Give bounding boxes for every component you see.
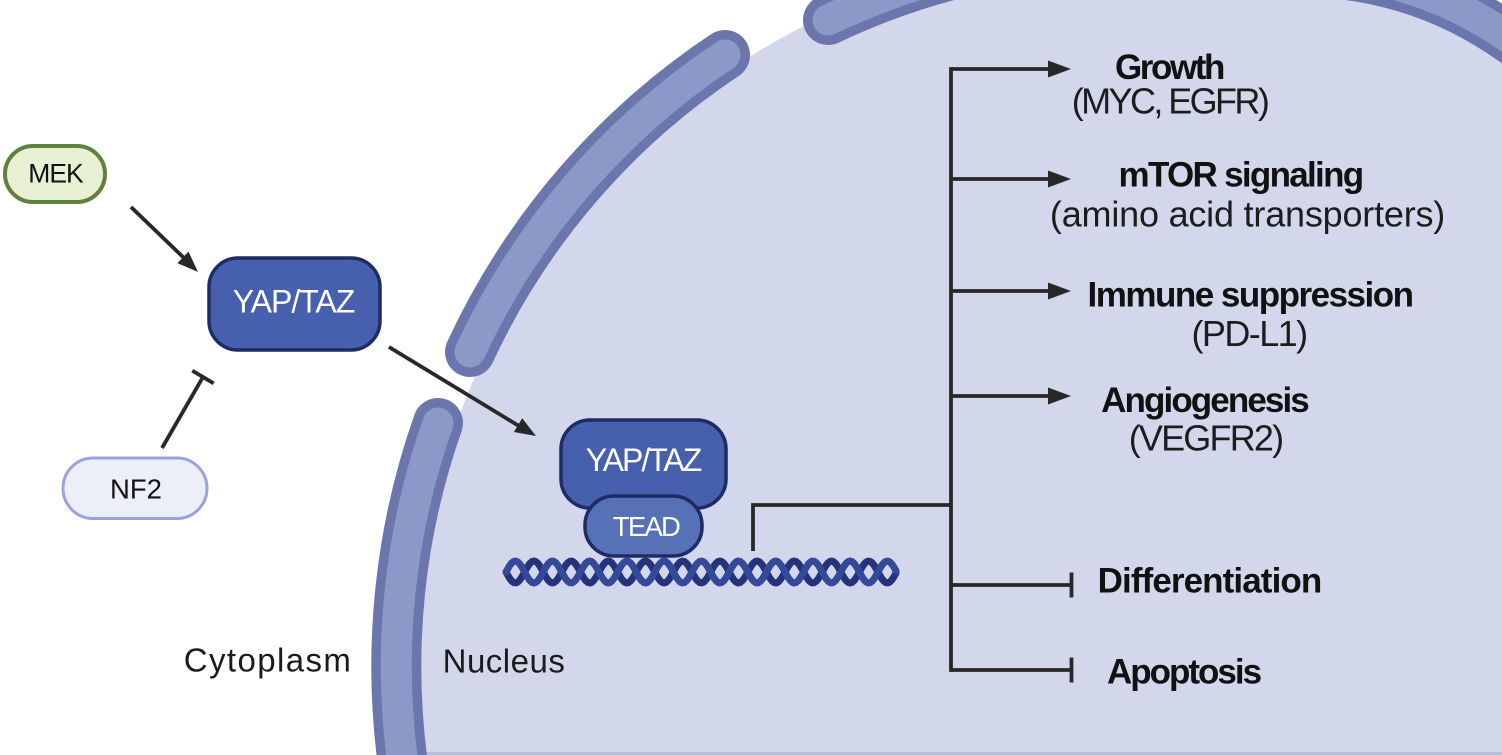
envelope-fill-layer: [380, 0, 1502, 755]
nf2-pill: [61, 456, 209, 520]
output-detail-angiogenesis: (VEGFR2): [1129, 418, 1283, 459]
output-label-differentiation: Differentiation: [1098, 562, 1322, 601]
nucleus-label: Nucleus: [443, 643, 566, 680]
yaptaz-cytoplasm-label: YAP/TAZ: [233, 284, 355, 320]
arrowhead-icon: [1048, 170, 1071, 188]
envelope-segment-fill: [1392, 0, 1502, 52]
dna-to-trunk-connector: [751, 503, 951, 551]
cytoplasm-label: Cytoplasm: [184, 642, 352, 679]
arrowhead-icon: [1048, 60, 1071, 78]
tead-label: TEAD: [613, 511, 680, 542]
tead-node: TEAD: [583, 494, 704, 558]
nf2-inhibition-bar-icon: [191, 368, 215, 386]
nuclear-envelope: [371, 0, 1502, 755]
yaptaz-cytoplasm-node: YAP/TAZ: [207, 256, 382, 352]
output-label-immune: Immune suppression: [1087, 276, 1412, 315]
tead-pill: [583, 494, 704, 558]
output-detail-growth: (MYC, EGFR): [1072, 81, 1268, 122]
mek-activation-arrowhead-icon: [177, 251, 198, 272]
yaptaz-translocation-arrowhead-icon: [513, 418, 536, 436]
yaptaz-nucleus-node: YAP/TAZ: [559, 418, 728, 510]
nf2-label: NF2: [110, 473, 162, 504]
output-label-growth: Growth: [1115, 48, 1224, 87]
mek-label: MEK: [28, 159, 84, 189]
nf2-node: NF2: [61, 456, 209, 520]
output-detail-immune: (PD-L1): [1191, 313, 1306, 354]
envelope-segment-fill: [454, 39, 741, 368]
bottom-edge-shade: [420, 752, 1502, 755]
envelope-segment-fill: [380, 407, 454, 755]
output-detail-mtor: (amino acid transporters): [1050, 194, 1445, 235]
yaptaz-nucleus-label: YAP/TAZ: [586, 442, 702, 478]
mek-pill: [3, 144, 107, 204]
mek-node: MEK: [3, 144, 107, 204]
output-branch-lines: [951, 67, 1074, 683]
arrowhead-icon: [1048, 282, 1071, 300]
yaptaz-cytoplasm-box: [207, 256, 382, 352]
nf2-inhibition-line: [160, 376, 205, 449]
edge-lines: [129, 60, 1074, 683]
dna-strand-front: [502, 557, 900, 587]
output-label-angiogenesis: Angiogenesis: [1101, 381, 1309, 420]
output-arrowheads: [1048, 60, 1071, 405]
nucleus-body: [417, 0, 1502, 755]
output-labels: Growth(MYC, EGFR) mTOR signaling(amino ac…: [1050, 48, 1445, 692]
yaptaz-translocation-line: [388, 345, 520, 428]
dna-helix: [502, 557, 900, 587]
arrowhead-icon: [1048, 387, 1071, 405]
output-label-apoptosis: Apoptosis: [1107, 653, 1262, 692]
dna-strand-back: [502, 557, 900, 587]
mek-activation-line: [129, 205, 186, 260]
envelope-segment-fill: [812, 0, 922, 36]
output-label-mtor: mTOR signaling: [1119, 156, 1363, 195]
